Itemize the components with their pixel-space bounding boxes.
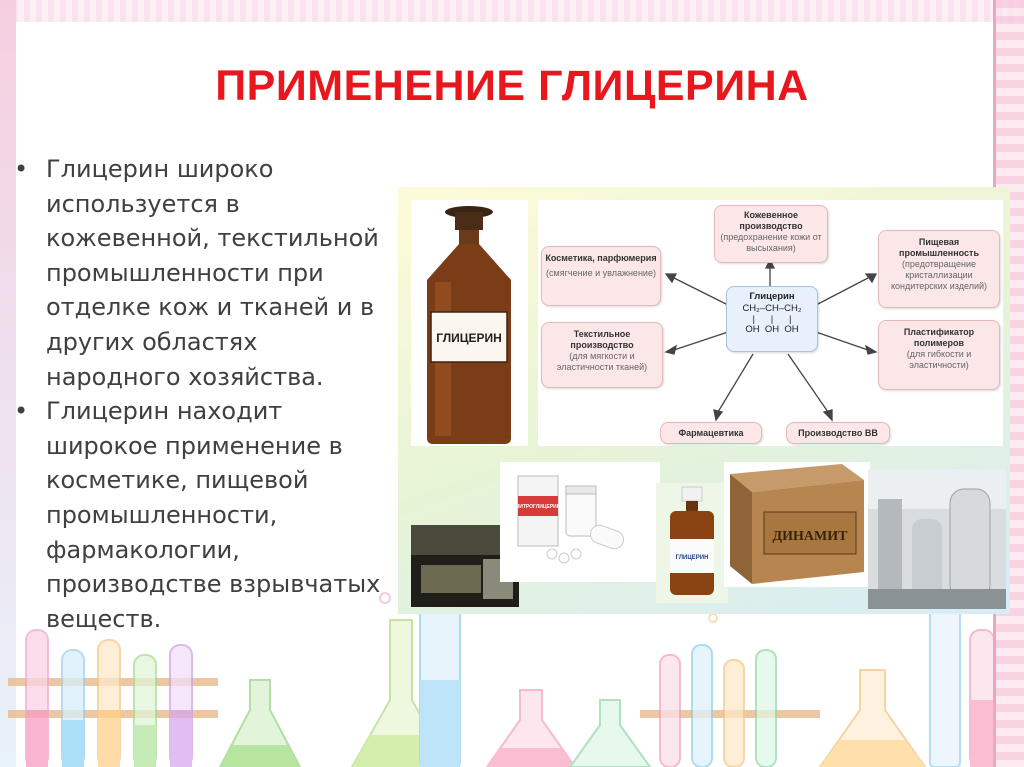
cosmetics-note: (смягчение и увлажнение) [546,268,656,278]
nitroglycerin-pills-photo: НИТРОГЛИЦЕРИН [500,462,660,582]
test-tubes-decoration [8,575,995,767]
textile-production-box: Текстильное производство (для мягкости и… [541,322,663,388]
explosives-production-box: Производство ВВ [786,422,890,444]
glycerin-small-bottle-photo: ГЛИЦЕРИН [656,483,728,603]
pills-box-label: НИТРОГЛИЦЕРИН [516,504,561,510]
textile-production-title: Текстильное производство [570,329,634,350]
chemical-plant-photo [868,469,1006,609]
leather-production-note: (предохранение кожи от высыхания) [720,232,822,253]
plasticizer-box: Пластификатор полимеров (для гибкости и … [878,320,1000,390]
crate-label: ДИНАМИТ [773,529,849,544]
food-industry-note: (предотвращение кристаллизации кондитерс… [890,259,987,291]
glycerin-formula-bonds: | | | [752,314,792,325]
small-bottle-label: ГЛИЦЕРИН [676,555,709,561]
leather-production-title: Кожевенное производство [739,210,803,231]
cosmetics-title: Косметика, парфюмерия [545,253,657,263]
glycerin-applications-diagram: Кожевенное производство (предохранение к… [538,200,1003,446]
glycerin-center-title: Глицерин [749,291,795,302]
illustration-panel: ГЛИЦЕРИН Кожевенное про [398,187,1010,614]
leather-production-box: Кожевенное производство (предохранение к… [714,205,828,263]
glycerin-formula-bottom: OH OH OH [745,324,799,335]
bullet-item-1: Глицерин широко используется в кожевенно… [14,152,394,394]
top-border-decoration [0,0,1024,22]
explosives-production-title: Производство ВВ [798,428,878,438]
pharmaceutics-title: Фармацевтика [678,428,744,438]
food-industry-title: Пищевая промышленность [899,237,979,258]
left-border-decoration [0,0,16,767]
glycerin-formula-box: Глицерин CH₂–CH–CH₂ | | | OH OH OH [726,286,818,352]
glycerin-formula-top: CH₂–CH–CH₂ [742,303,802,314]
bottle-label: ГЛИЦЕРИН [436,331,502,345]
slide-title: ПРИМЕНЕНИЕ ГЛИЦЕРИНА [215,62,809,110]
plasticizer-note: (для гибкости и эластичности) [906,349,972,370]
bullet-item-2: Глицерин находит широкое применение в ко… [14,394,394,636]
pharmaceutics-box: Фармацевтика [660,422,762,444]
glycerin-bottle-image: ГЛИЦЕРИН [411,200,528,446]
bullet-list: Глицерин широко используется в кожевенно… [14,152,394,636]
food-industry-box: Пищевая промышленность (предотвращение к… [878,230,1000,308]
cosmetics-box: Косметика, парфюмерия (смягчение и увлаж… [541,246,661,306]
textile-production-note: (для мягкости и эластичности тканей) [556,351,648,372]
plasticizer-title: Пластификатор полимеров [903,327,975,348]
dynamite-crate-photo: ДИНАМИТ [724,462,870,587]
